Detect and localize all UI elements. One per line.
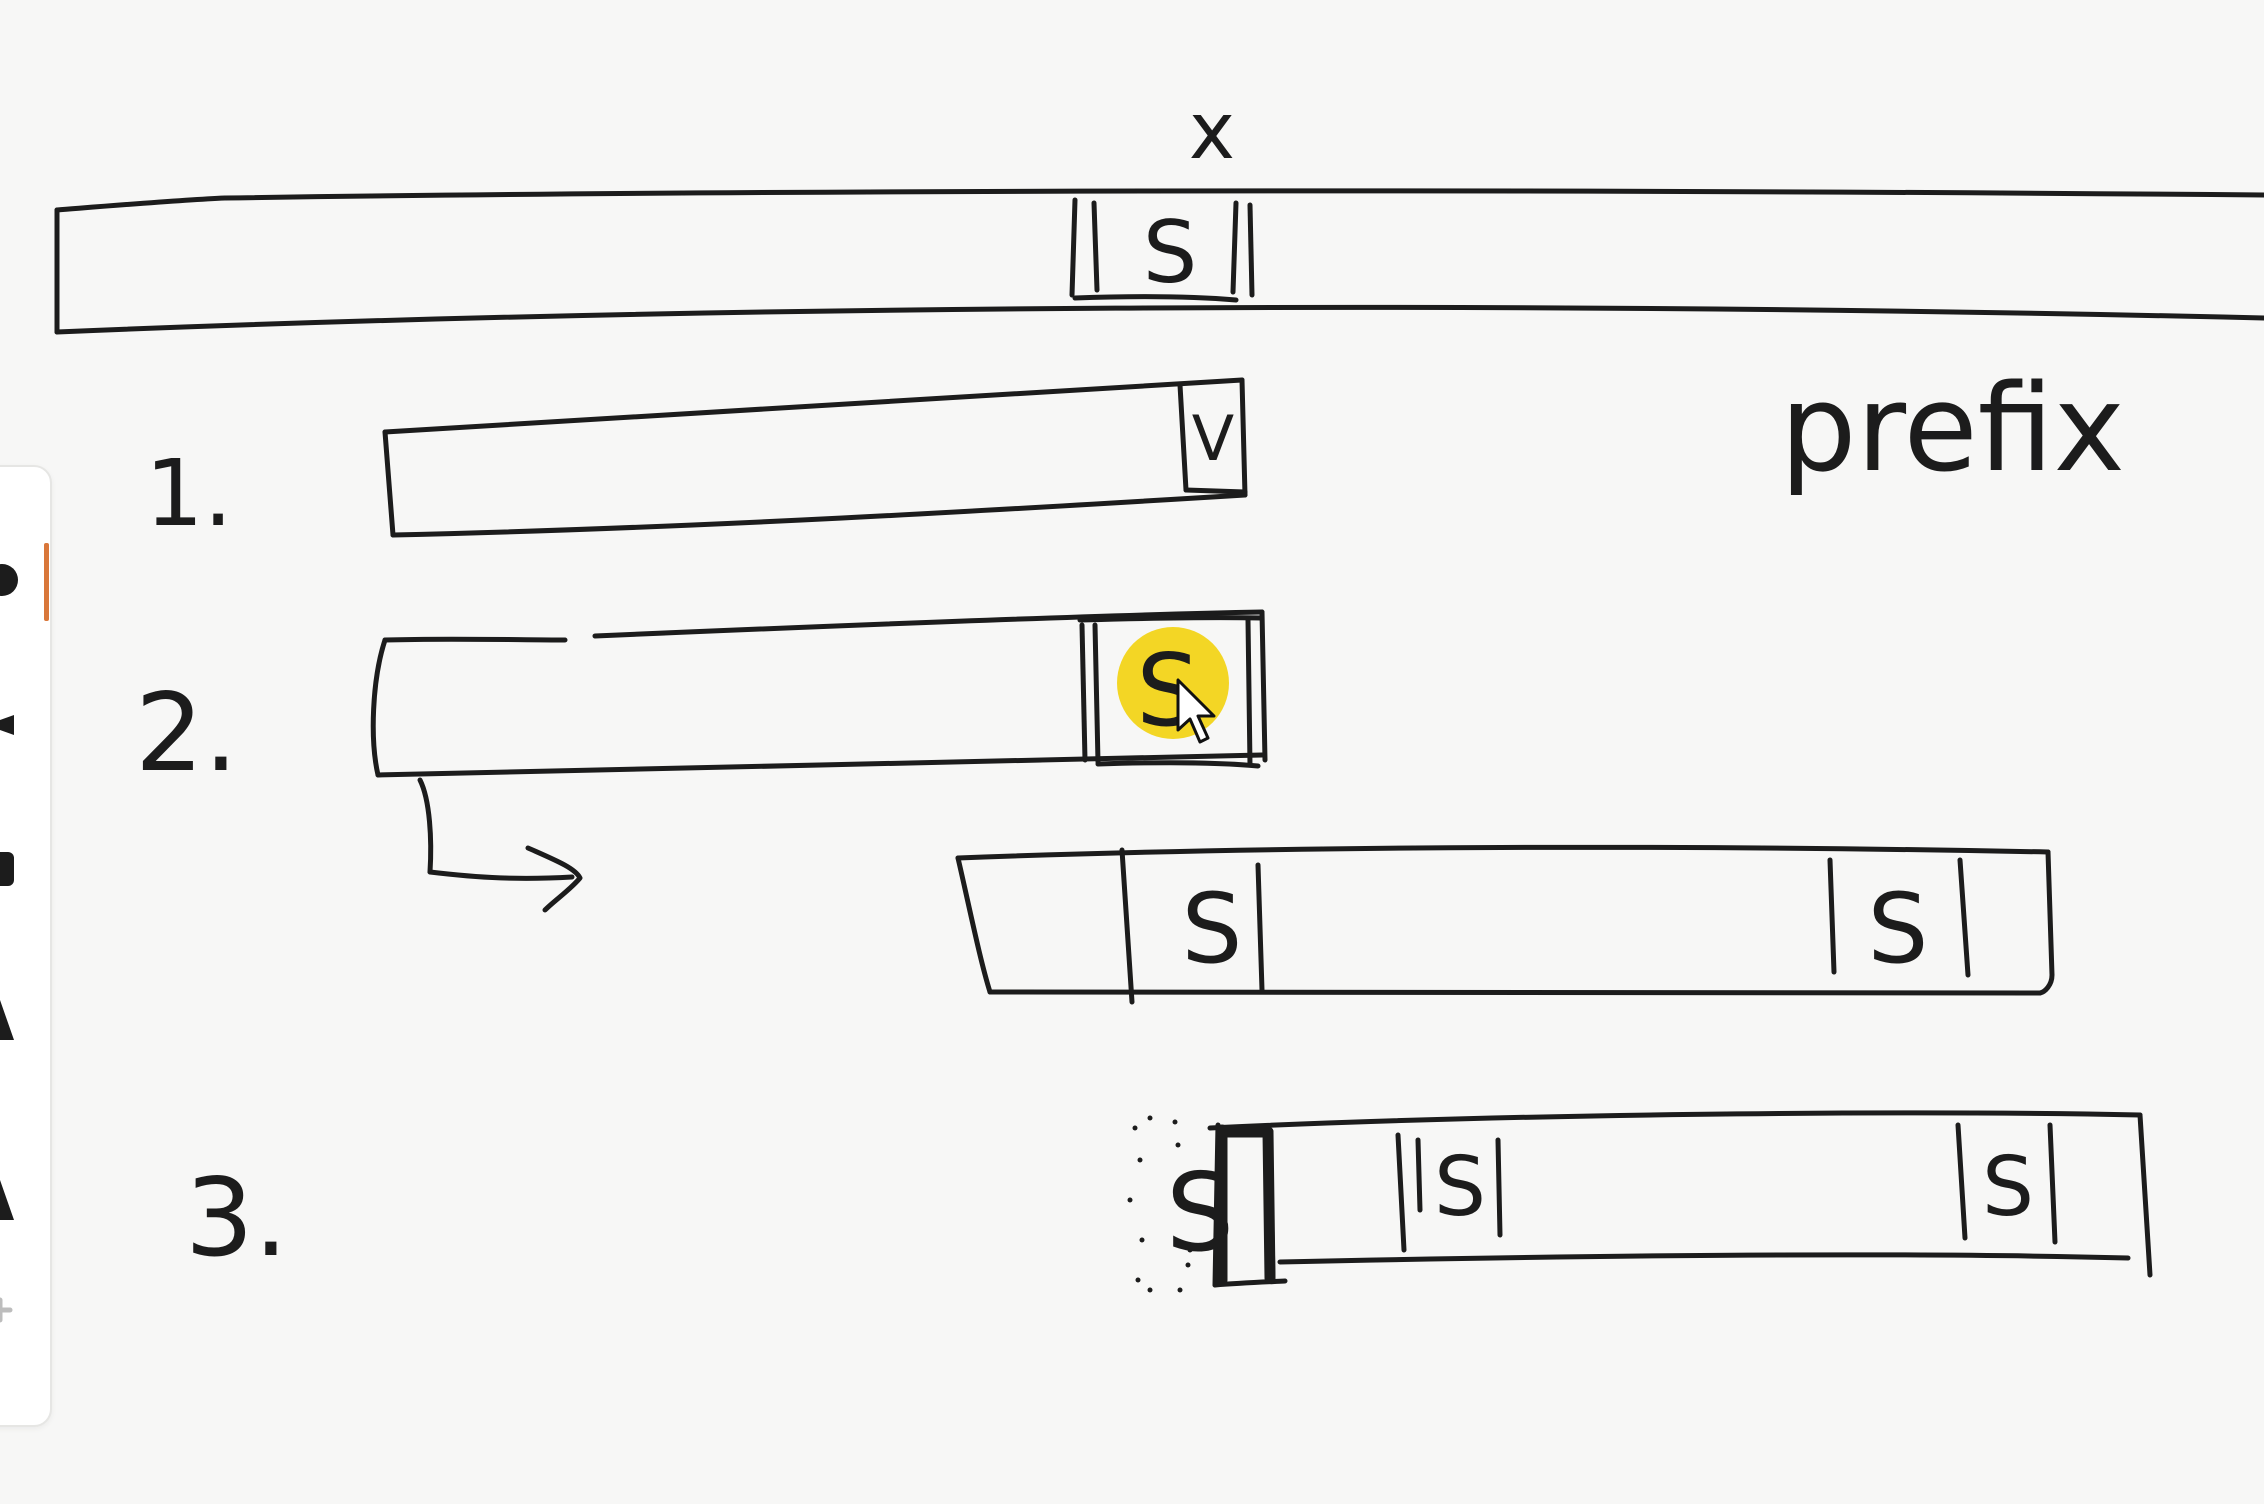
mouse-cursor-icon [1176, 678, 1216, 744]
plus-tool-icon[interactable] [0, 1297, 13, 1323]
step1-cell-letter: V [1192, 402, 1234, 475]
triangle-tool-icon[interactable] [0, 1180, 14, 1220]
step1-label: 1. [145, 440, 233, 547]
step3-dotted-marks [1127, 1115, 1193, 1293]
step2-label: 2. [135, 671, 238, 796]
circle-tool-icon[interactable] [0, 564, 18, 596]
top-array-bar [54, 188, 2264, 335]
arrow-tool-icon[interactable] [0, 715, 14, 735]
step2-array-bar [370, 609, 1268, 778]
step3-label: 3. [185, 1156, 288, 1281]
x-marker-label: x [1189, 87, 1235, 177]
step3-highlight-cell [1216, 1124, 1276, 1286]
step3-outside-letter: S [1166, 1151, 1235, 1276]
tool-palette [0, 465, 52, 1427]
top-array-cell [1069, 197, 1255, 303]
square-tool-icon[interactable] [0, 852, 14, 886]
step2-result-left-letter: S [1182, 873, 1243, 985]
step3-left-letter: S [1434, 1140, 1486, 1235]
top-cell-letter: S [1143, 203, 1198, 303]
step2-result-right-letter: S [1868, 873, 1929, 985]
step2-result-bar [955, 844, 2055, 1005]
step2-down-arrow [417, 777, 583, 913]
step3-right-letter: S [1982, 1140, 2034, 1235]
triangle-tool-icon[interactable] [0, 1000, 14, 1040]
step1-array-bar [382, 377, 1248, 538]
prefix-label: prefix [1780, 360, 2125, 499]
tool-palette-icons [0, 564, 18, 1323]
active-tool-indicator [44, 543, 49, 621]
